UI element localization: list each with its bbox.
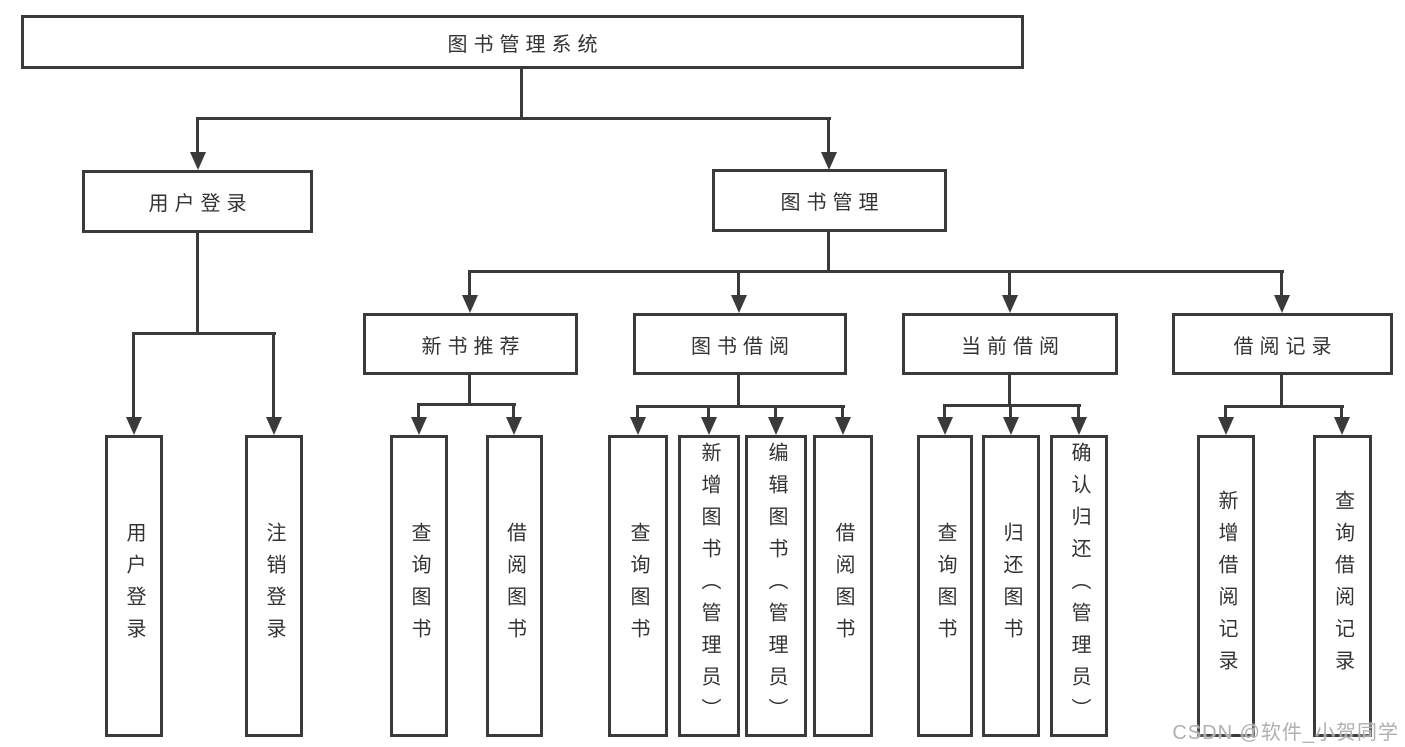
connector-line: [1280, 270, 1283, 297]
leaf-label: 查询图书: [408, 522, 430, 650]
leaf-query-books-current: 查询图书: [917, 435, 973, 737]
connector-line: [737, 375, 740, 408]
connector-line: [827, 117, 830, 154]
connector-arrowhead-icon: [821, 152, 837, 170]
leaf-borrow-books: 借阅图书: [813, 435, 873, 737]
connector-line: [1224, 405, 1227, 418]
connector-arrowhead-icon: [1274, 295, 1290, 313]
connector-line: [943, 404, 946, 418]
connector-arrowhead-icon: [630, 417, 646, 435]
connector-line: [841, 405, 844, 418]
csdn-watermark: CSDN @软件_小贺同学: [1172, 722, 1399, 744]
connector-line: [417, 403, 516, 406]
connector-line: [196, 117, 831, 120]
connector-line: [196, 233, 199, 335]
leaf-logout: 注销登录: [245, 435, 303, 737]
node-new-book-recommend: 新书推荐: [363, 313, 578, 375]
node-user-login: 用户登录: [82, 170, 313, 233]
connector-line: [272, 332, 275, 418]
connector-arrowhead-icon: [1002, 295, 1018, 313]
connector-arrowhead-icon: [266, 417, 282, 435]
connector-line: [1340, 405, 1343, 418]
connector-line: [636, 405, 845, 408]
connector-arrowhead-icon: [126, 417, 142, 435]
leaf-user-login: 用户登录: [105, 435, 163, 737]
connector-arrowhead-icon: [768, 417, 784, 435]
node-library-system: 图书管理系统: [21, 15, 1024, 69]
connector-line: [512, 403, 515, 418]
leaf-add-books-admin: 新增图书（管理员）: [678, 435, 740, 737]
connector-line: [707, 405, 710, 418]
leaf-confirm-return-admin: 确认归还（管理员）: [1050, 435, 1108, 737]
connector-line: [196, 117, 199, 154]
connector-arrowhead-icon: [462, 295, 478, 313]
leaf-label: 新增借阅记录: [1215, 490, 1237, 682]
connector-line: [943, 404, 1081, 407]
leaf-query-books-borrow: 查询图书: [608, 435, 668, 737]
leaf-query-borrow-record: 查询借阅记录: [1313, 435, 1372, 737]
node-current-borrow: 当前借阅: [902, 313, 1118, 375]
connector-line: [132, 332, 276, 335]
leaf-borrow-books-recommend: 借阅图书: [486, 435, 543, 737]
connector-arrowhead-icon: [1218, 417, 1234, 435]
connector-arrowhead-icon: [1071, 417, 1087, 435]
leaf-label: 归还图书: [1000, 522, 1022, 650]
leaf-label: 借阅图书: [832, 522, 854, 650]
connector-arrowhead-icon: [190, 152, 206, 170]
connector-arrowhead-icon: [1003, 417, 1019, 435]
leaf-query-books-recommend: 查询图书: [390, 435, 448, 737]
connector-line: [1224, 405, 1344, 408]
leaf-label: 编辑图书（管理员）: [765, 442, 787, 730]
leaf-label: 新增图书（管理员）: [698, 442, 720, 730]
connector-line: [827, 232, 830, 273]
connector-line: [468, 270, 1284, 273]
connector-line: [1280, 375, 1283, 408]
leaf-add-borrow-record: 新增借阅记录: [1197, 435, 1255, 737]
connector-arrowhead-icon: [506, 417, 522, 435]
leaf-label: 注销登录: [263, 522, 285, 650]
connector-line: [737, 270, 740, 297]
connector-line: [1008, 270, 1011, 297]
connector-line: [132, 332, 135, 418]
connector-line: [1009, 404, 1012, 418]
connector-arrowhead-icon: [835, 417, 851, 435]
leaf-edit-books-admin: 编辑图书（管理员）: [745, 435, 807, 737]
leaf-label: 借阅图书: [503, 522, 526, 650]
connector-line: [1008, 375, 1011, 407]
connector-line: [636, 405, 639, 418]
leaf-label: 查询借阅记录: [1331, 490, 1354, 682]
leaf-label: 确认归还（管理员）: [1068, 442, 1090, 730]
connector-arrowhead-icon: [937, 417, 953, 435]
connector-arrowhead-icon: [701, 417, 717, 435]
connector-line: [468, 270, 471, 297]
node-book-borrow: 图书借阅: [633, 313, 847, 375]
connector-arrowhead-icon: [411, 417, 427, 435]
leaf-label: 用户登录: [123, 522, 145, 650]
connector-line: [520, 69, 523, 118]
connector-line: [1077, 404, 1080, 418]
leaf-label: 查询图书: [627, 522, 649, 650]
node-borrow-records: 借阅记录: [1172, 313, 1393, 375]
connector-line: [774, 405, 777, 418]
leaf-return-books: 归还图书: [982, 435, 1040, 737]
connector-arrowhead-icon: [1334, 417, 1350, 435]
node-book-management: 图书管理: [712, 169, 947, 232]
connector-arrowhead-icon: [731, 295, 747, 313]
leaf-label: 查询图书: [934, 522, 956, 650]
connector-line: [468, 375, 471, 406]
connector-line: [417, 403, 420, 418]
